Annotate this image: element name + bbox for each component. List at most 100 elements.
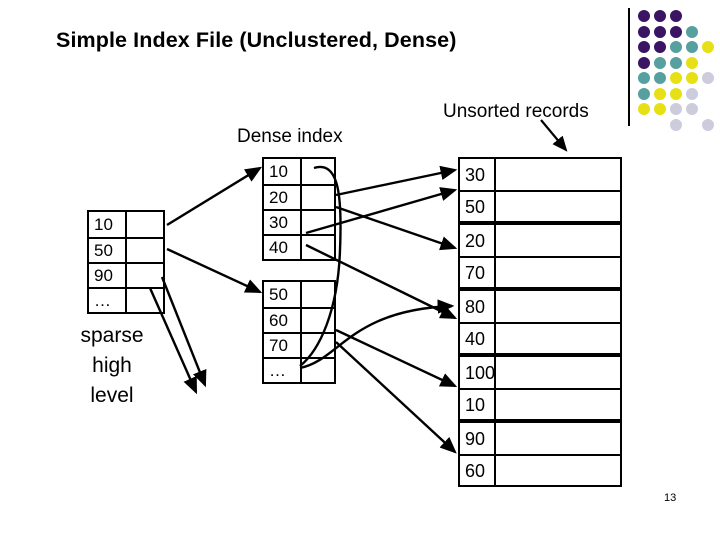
leader-unsorted-records — [540, 119, 568, 152]
dense-key-cell: 10 — [264, 159, 302, 184]
deco-dot — [654, 25, 666, 38]
deco-dot — [686, 41, 698, 53]
vertical-rule — [628, 8, 630, 126]
deco-dot — [670, 56, 682, 69]
sparse-index-table: 10 50 90 … — [87, 210, 165, 314]
deco-dot — [670, 25, 682, 38]
deco-dot — [638, 103, 650, 115]
arrow-dense-to-record — [335, 341, 457, 454]
record-key-cell: 60 — [460, 456, 496, 485]
table-row: 50 — [460, 190, 620, 221]
deco-dot — [654, 103, 666, 115]
decorative-dot-grid — [628, 4, 720, 134]
deco-dot — [654, 10, 666, 22]
table-row: … — [264, 357, 334, 382]
dense-index-block: 50 60 70 … — [262, 280, 336, 384]
sparse-index-caption: sparse high level — [64, 321, 160, 411]
page-number: 13 — [664, 492, 677, 504]
deco-dot — [670, 72, 682, 84]
deco-dot — [702, 118, 714, 131]
deco-dot — [638, 25, 650, 38]
deco-dot — [638, 87, 650, 100]
table-row: 10 — [460, 388, 620, 419]
record-key-cell: 20 — [460, 225, 496, 256]
record-key-cell: 10 — [460, 390, 496, 419]
sparse-caption-line: level — [90, 384, 134, 407]
table-row: 60 — [460, 454, 620, 485]
dense-key-cell: 40 — [264, 236, 302, 259]
deco-dot — [654, 72, 666, 84]
deco-dot — [654, 41, 666, 53]
dense-key-cell: 30 — [264, 211, 302, 234]
deco-dot — [638, 10, 650, 22]
arrow-sparse-fan — [160, 276, 207, 388]
deco-dot — [654, 87, 666, 100]
record-block: 100 10 — [458, 355, 622, 421]
deco-dot — [638, 72, 650, 84]
deco-dot — [670, 118, 682, 131]
deco-dot — [686, 103, 698, 115]
arrow-sparse-to-dense-2 — [166, 247, 263, 294]
table-row: 90 — [89, 262, 163, 287]
arrow-dense-to-record — [305, 243, 458, 320]
deco-dot — [670, 103, 682, 115]
deco-dot — [638, 41, 650, 53]
table-row: 10 — [264, 159, 334, 184]
table-row: 100 — [460, 357, 620, 388]
arrow-dense-to-record-curved — [299, 299, 455, 370]
dense-index-label: Dense index — [237, 126, 343, 147]
deco-dot — [654, 56, 666, 69]
dense-index-block: 10 20 30 40 — [262, 157, 336, 261]
deco-dot — [702, 41, 714, 53]
deco-dot — [686, 56, 698, 69]
record-key-cell: 70 — [460, 258, 496, 287]
deco-dot — [686, 25, 698, 38]
deco-dot — [686, 72, 698, 84]
deco-dot — [702, 72, 714, 84]
record-key-cell: 40 — [460, 324, 496, 353]
sparse-caption-line: high — [92, 354, 132, 377]
arrow-dense-to-record — [305, 187, 458, 235]
table-row: 70 — [460, 256, 620, 287]
unsorted-records-label: Unsorted records — [443, 101, 589, 122]
table-row: 50 — [89, 237, 163, 262]
record-key-cell: 50 — [460, 192, 496, 221]
deco-dot — [686, 87, 698, 100]
record-key-cell: 30 — [460, 159, 496, 190]
table-row: 30 — [264, 209, 334, 234]
record-key-cell: 100 — [460, 357, 496, 388]
record-key-cell: 80 — [460, 291, 496, 322]
dense-key-cell: 60 — [264, 309, 302, 332]
arrow-dense-to-record — [335, 328, 458, 388]
sparse-key-cell: 10 — [89, 212, 127, 237]
arrow-sparse-to-dense-1 — [166, 166, 263, 227]
table-row: 30 — [460, 159, 620, 190]
table-row: … — [89, 287, 163, 312]
dense-key-cell: … — [264, 359, 302, 382]
record-block: 20 70 — [458, 223, 622, 289]
table-row: 60 — [264, 307, 334, 332]
arrow-dense-to-record — [335, 165, 458, 197]
table-row: 20 — [460, 225, 620, 256]
deco-dot — [670, 10, 682, 22]
dense-key-cell: 50 — [264, 282, 302, 307]
deco-dot — [670, 87, 682, 100]
table-row: 70 — [264, 332, 334, 357]
sparse-key-cell: … — [89, 289, 127, 312]
table-row: 40 — [460, 322, 620, 353]
dense-key-cell: 20 — [264, 186, 302, 209]
record-key-cell: 90 — [460, 423, 496, 454]
table-row: 10 — [89, 212, 163, 237]
deco-dot — [670, 41, 682, 53]
sparse-caption-line: sparse — [80, 324, 144, 347]
record-block: 90 60 — [458, 421, 622, 487]
dense-key-cell: 70 — [264, 334, 302, 357]
record-block: 30 50 — [458, 157, 622, 223]
arrow-dense-to-record — [335, 205, 458, 251]
table-row: 90 — [460, 423, 620, 454]
table-row: 80 — [460, 291, 620, 322]
dense-block-bracket — [299, 165, 342, 367]
sparse-key-cell: 90 — [89, 264, 127, 287]
